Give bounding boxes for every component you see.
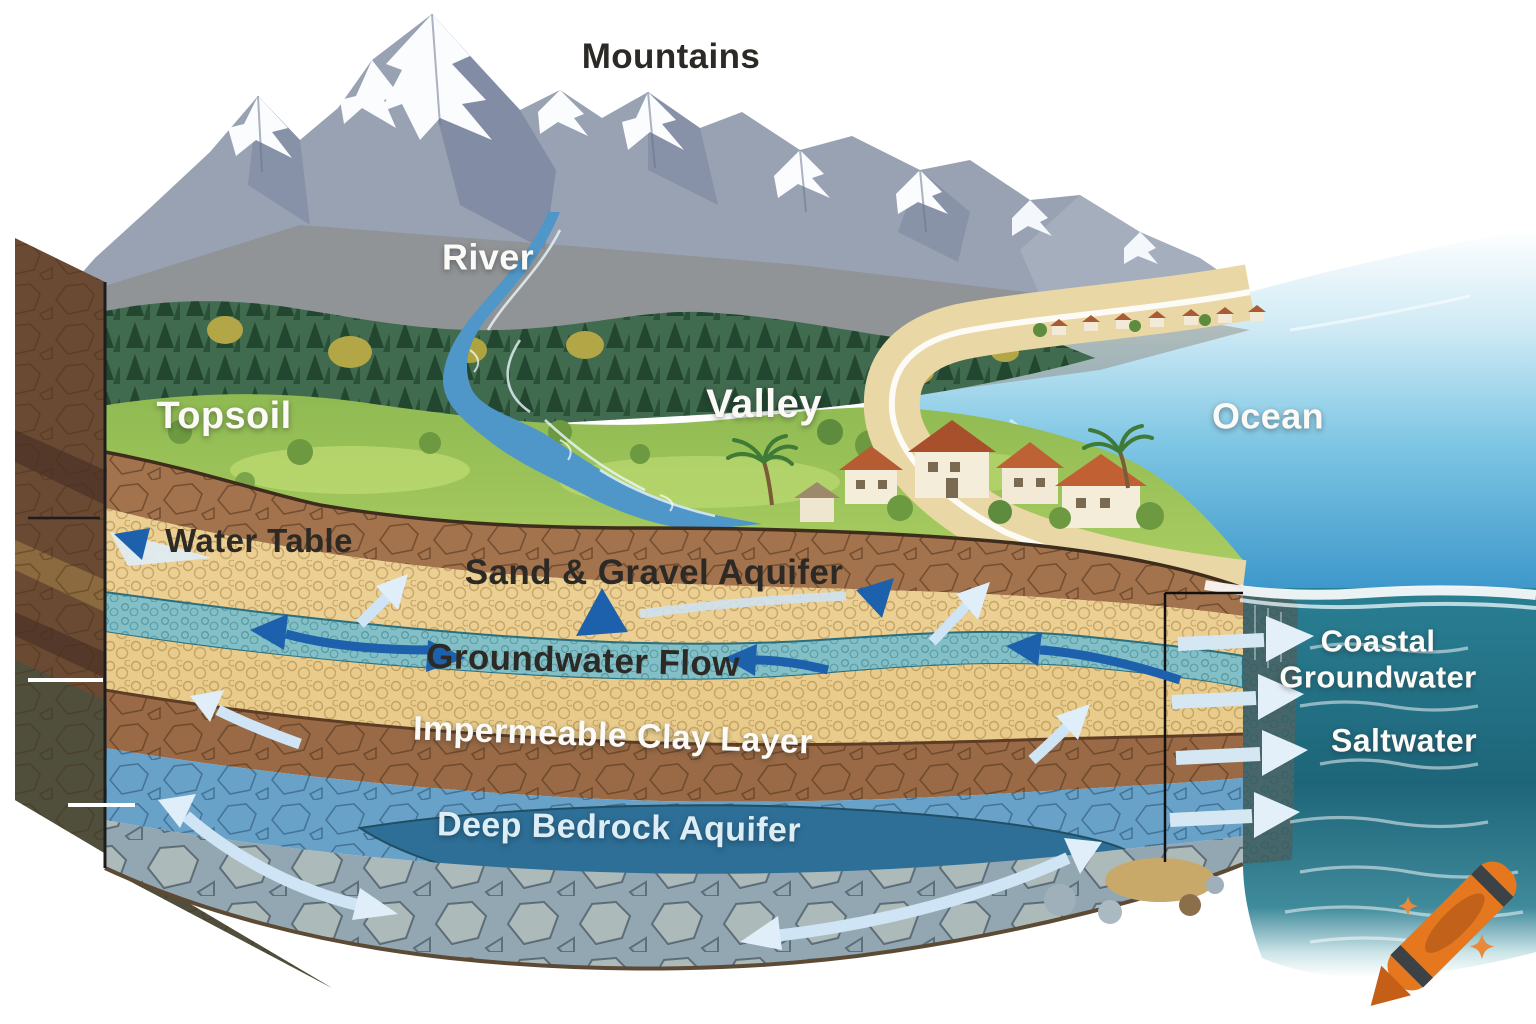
ocean-deep bbox=[1204, 580, 1536, 978]
section-lines bbox=[28, 282, 1243, 868]
label-groundwater-flow: Groundwater Flow bbox=[425, 636, 741, 684]
side-face bbox=[15, 238, 332, 988]
label-topsoil: Topsoil bbox=[156, 395, 292, 438]
deep-flow-arrows bbox=[158, 574, 1102, 950]
label-water-table: Water Table bbox=[165, 522, 353, 560]
cross-section bbox=[15, 238, 1244, 988]
label-saltwater: Saltwater bbox=[1331, 722, 1477, 759]
label-sand-gravel-aquifer: Sand & Gravel Aquifer bbox=[464, 552, 844, 592]
distant-village bbox=[1033, 305, 1266, 337]
crayon-logo bbox=[1370, 861, 1517, 1006]
label-valley: Valley bbox=[706, 382, 822, 426]
sparkle-icon bbox=[1398, 896, 1494, 959]
groundwater-flow-arrows bbox=[114, 528, 1182, 685]
label-mountains: Mountains bbox=[581, 36, 761, 76]
label-deep-bedrock-aquifer: Deep Bedrock Aquifer bbox=[436, 805, 802, 850]
village bbox=[726, 420, 1164, 530]
label-river: River bbox=[441, 236, 535, 278]
label-ocean: Ocean bbox=[1211, 395, 1325, 437]
label-coastal-groundwater: Coastal Groundwater bbox=[1279, 623, 1477, 694]
river bbox=[443, 212, 762, 530]
coastal-discharge-arrows bbox=[1169, 616, 1314, 838]
